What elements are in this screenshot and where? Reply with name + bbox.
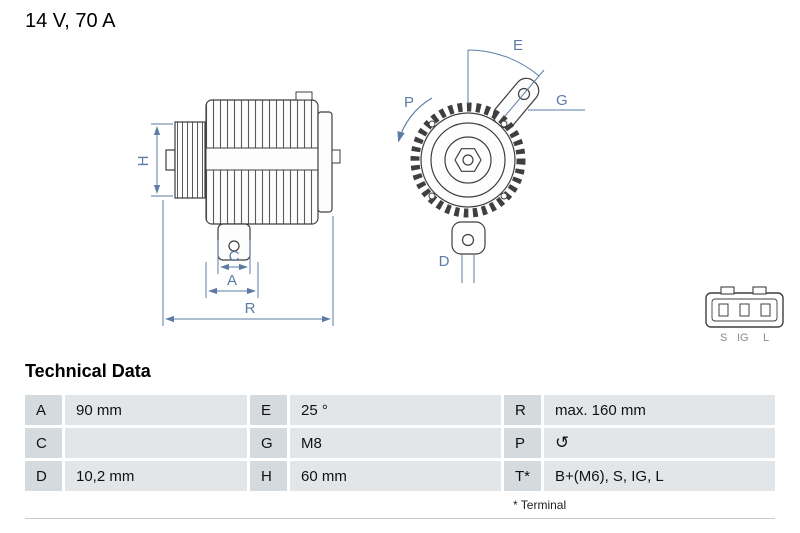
technical-drawing: S IG L H C A R [135, 37, 784, 344]
connector-pin-labels: S IG L [720, 332, 769, 344]
pulley [174, 121, 206, 199]
table-value-d: 10,2 mm [65, 461, 247, 491]
dimension-c: C [217, 240, 251, 274]
mounting-lug-hole [228, 240, 240, 252]
dimension-r: R [162, 200, 334, 326]
shaft-hex-nut [454, 148, 482, 172]
rotation-direction-icon: ↺ [555, 432, 570, 453]
technical-data-table: A 90 mm E 25 ° R max. 160 mm C G M8 P ↺ … [25, 395, 775, 491]
dim-label-h: H [135, 156, 152, 167]
table-label-d: D [25, 461, 62, 491]
table-label-e: E [250, 395, 287, 425]
top-boss [295, 91, 313, 101]
inner-circle-1 [430, 122, 506, 198]
pin-label-l: L [763, 332, 769, 344]
table-label-h: H [250, 461, 287, 491]
dim-label-p: P [404, 94, 414, 111]
table-value-a: 90 mm [65, 395, 247, 425]
bolt-2 [428, 192, 436, 200]
alternator-front-view [410, 77, 540, 255]
dim-label-a: A [227, 272, 237, 289]
shaft-center [462, 154, 474, 166]
shaft-nut [165, 149, 176, 171]
connector-tab-1 [720, 286, 735, 295]
table-label-a: A [25, 395, 62, 425]
terminal-footnote: * Terminal [513, 498, 567, 512]
table-value-p: ↺ [544, 428, 775, 458]
inner-circle-2 [444, 136, 492, 184]
table-value-r: max. 160 mm [544, 395, 775, 425]
bolt-3 [428, 120, 436, 128]
pin-label-s: S [720, 332, 727, 344]
connector-tab-2 [752, 286, 767, 295]
connector-body [705, 292, 784, 328]
connector-pin-l [760, 303, 771, 317]
table-value-c [65, 428, 247, 458]
footnote-row: * Terminal [25, 494, 775, 519]
table-value-g: M8 [290, 428, 501, 458]
connector-pin-ig [739, 303, 750, 317]
pin-label-ig: IG [737, 332, 749, 344]
table-value-t: B+(M6), S, IG, L [544, 461, 775, 491]
dimension-g: G [528, 92, 585, 111]
dim-label-r: R [245, 300, 256, 317]
dim-label-e: E [513, 37, 523, 54]
dimension-a: A [205, 262, 259, 298]
dimension-d: D [439, 253, 475, 283]
dim-label-c: C [229, 248, 240, 265]
dim-label-d: D [439, 253, 450, 270]
table-label-r: R [504, 395, 541, 425]
table-value-e: 25 ° [290, 395, 501, 425]
rear-cap [317, 111, 333, 213]
section-title: Technical Data [25, 361, 151, 381]
alternator-side-view [165, 91, 341, 261]
dimension-p: P [397, 94, 433, 143]
housing-band [205, 147, 319, 171]
bolt-4 [500, 120, 508, 128]
dim-label-g: G [556, 92, 568, 109]
table-value-h: 60 mm [290, 461, 501, 491]
bolt-1 [500, 192, 508, 200]
terminal-stub [331, 149, 341, 164]
page-title: 14 V, 70 A [25, 10, 116, 32]
table-label-g: G [250, 428, 287, 458]
connector-inner [711, 298, 778, 322]
connector-plug [705, 286, 784, 328]
table-label-p: P [504, 428, 541, 458]
table-label-t: T* [504, 461, 541, 491]
table-label-c: C [25, 428, 62, 458]
connector-pin-s [718, 303, 729, 317]
bottom-lug-hole [461, 233, 475, 247]
dimension-e: E [467, 37, 545, 117]
fan-teeth-ring [410, 102, 526, 218]
dimension-h: H [135, 123, 173, 197]
